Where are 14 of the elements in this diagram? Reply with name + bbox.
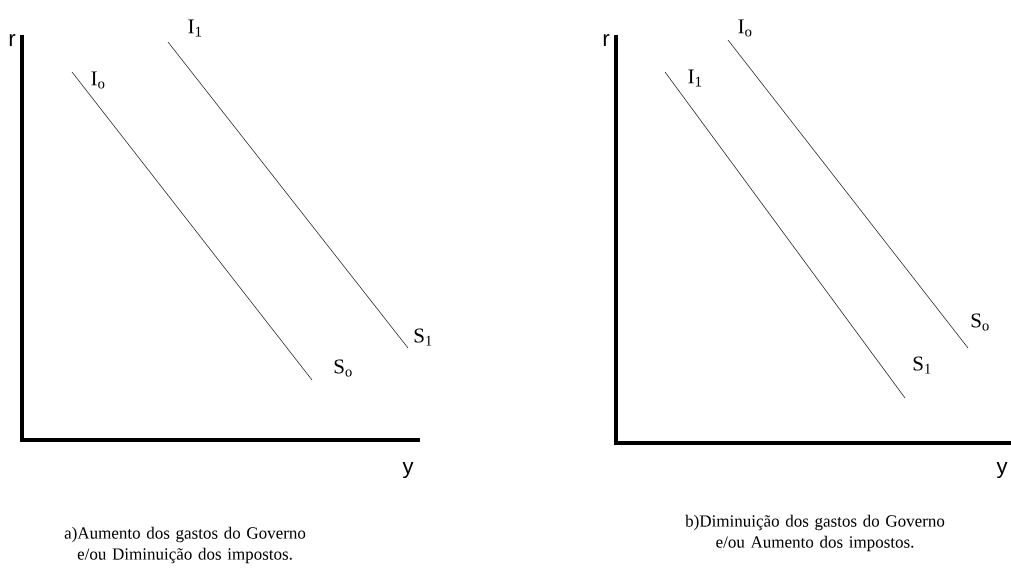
caption: a)Aumento dos gastos do Governo e/ou Diminuição dos impostos. [64,526,306,564]
curve-label: S$_{1}$ [414,328,432,346]
curve-label: I$_{o}$ [738,19,752,37]
curve-label: I$_{1}$ [188,19,202,37]
axis-label: y [402,461,414,479]
caption: b)Diminuição dos gastos do Governo e/ou Aumento dos impostos. [685,514,945,552]
curve-label: S$_{1}$ [913,356,931,374]
curve-label: S$_{o}$ [334,359,352,377]
axis-label: r [9,34,16,46]
axis-label: r [603,34,610,46]
curve-label: I$_{1}$ [688,69,702,87]
curve-label: S$_{o}$ [971,313,989,331]
curve-label: I$_{o}$ [91,71,105,89]
axis-label: y [996,461,1008,479]
